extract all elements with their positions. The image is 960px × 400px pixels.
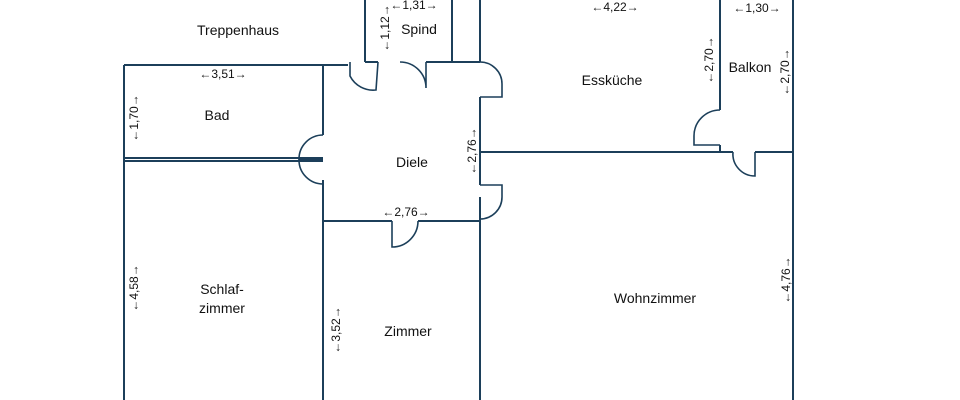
- doors: [298, 61, 756, 248]
- diele-wohnzimmer-door: [479, 184, 503, 220]
- dim-esskueche-depth: ←2,70→: [702, 36, 716, 83]
- room-treppenhaus: Treppenhaus: [197, 22, 279, 38]
- dim-spind-depth: ←1,12→: [378, 4, 392, 51]
- dim-wohnzimmer-depth: ←4,76→: [779, 256, 793, 303]
- room-zimmer: Zimmer: [384, 323, 432, 339]
- dim-zimmer-depth: ←3,52→: [329, 306, 343, 353]
- room-diele: Diele: [396, 154, 428, 170]
- room-esskueche: Essküche: [582, 72, 643, 88]
- dim-zimmer-width: ←2,76→: [382, 205, 429, 219]
- spind-door-left: [349, 61, 379, 91]
- room-labels: Treppenhaus Spind Essküche Balkon Bad Di…: [197, 21, 771, 339]
- spind-door-right: [399, 61, 427, 89]
- esskueche-door-top: [479, 61, 503, 98]
- balkon-door-living: [732, 151, 756, 177]
- dimension-labels: ←1,31→ ←1,12→ ←4,22→ ←2,70→ ←1,30→ ←2,70…: [127, 0, 793, 354]
- dim-schlafzimmer-depth: ←4,58→: [127, 264, 141, 311]
- room-spind: Spind: [401, 21, 437, 37]
- bad-door: [298, 134, 324, 160]
- balkon-door-kitchen: [693, 109, 721, 146]
- walls: [123, 0, 794, 400]
- room-bad: Bad: [205, 107, 230, 123]
- room-schlafzimmer-line2: zimmer: [199, 300, 245, 316]
- schlafzimmer-door: [298, 159, 324, 185]
- dim-bad-depth: ←1,70→: [127, 94, 141, 141]
- room-balkon: Balkon: [729, 59, 772, 75]
- zimmer-door: [391, 220, 419, 248]
- room-wohnzimmer: Wohnzimmer: [614, 290, 697, 306]
- room-schlafzimmer-line1: Schlaf-: [200, 281, 244, 297]
- dim-esskueche-width: ←4,22→: [591, 0, 638, 14]
- dim-diele-depth: ←2,76→: [465, 127, 479, 174]
- dim-balkon-width: ←1,30→: [733, 1, 780, 15]
- dim-spind-width: ←1,31→: [390, 0, 437, 12]
- dim-balkon-depth: ←2,70→: [778, 48, 792, 95]
- dim-bad-width: ←3,51→: [199, 67, 246, 81]
